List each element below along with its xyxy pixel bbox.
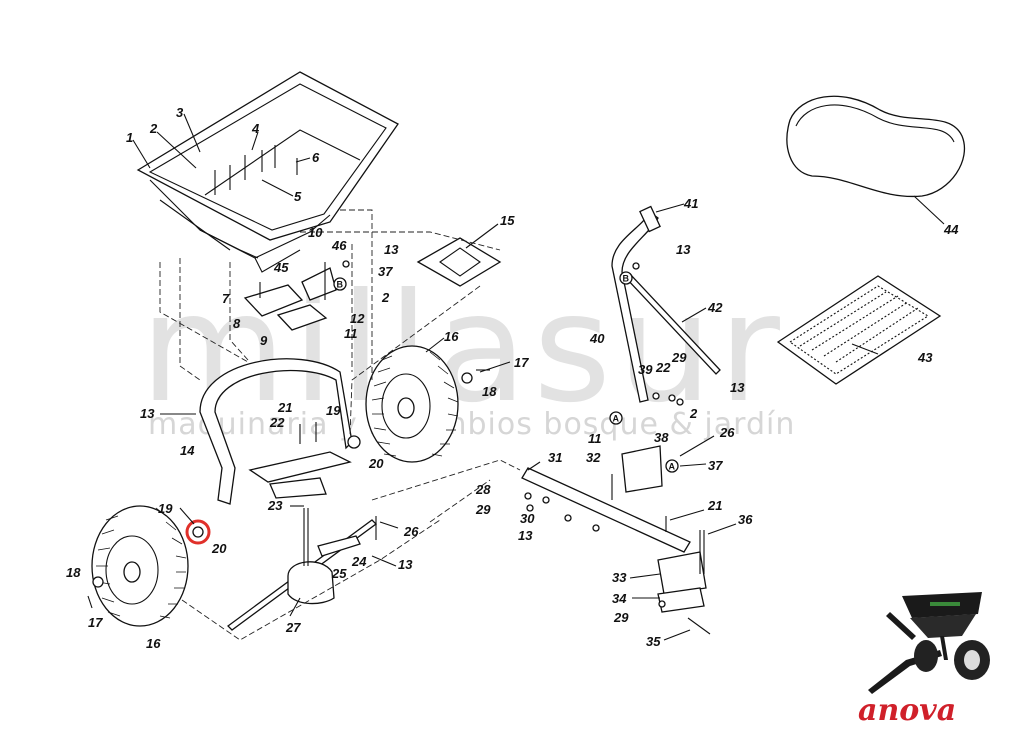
part-label-3: 3 <box>176 105 184 120</box>
gate-plates <box>243 262 337 331</box>
part-label-19: 19 <box>326 403 341 418</box>
part-label-46: 46 <box>331 238 347 253</box>
part-label-43: 43 <box>917 350 933 365</box>
part-label-21b: 21 <box>277 400 292 415</box>
hopper <box>136 71 399 273</box>
part-label-18b: 18 <box>66 565 81 580</box>
leader-lines <box>132 113 945 641</box>
spinner-plate <box>416 237 502 287</box>
part-label-40: 40 <box>589 331 605 346</box>
part-label-6: 6 <box>312 150 320 165</box>
part-label-20b: 20 <box>211 541 227 556</box>
part-label-41: 41 <box>683 196 698 211</box>
part-label-23: 23 <box>267 498 283 513</box>
part-label-17: 17 <box>514 355 529 370</box>
hub-parts <box>92 372 473 588</box>
part-label-15: 15 <box>500 213 515 228</box>
watermark-logo: millasur <box>140 262 786 436</box>
part-label-5: 5 <box>294 189 302 204</box>
assembly-guide-lines <box>159 209 521 641</box>
part-label-33: 33 <box>612 570 627 585</box>
part-label-19b: 19 <box>158 501 173 516</box>
circle-letter: A <box>613 414 620 424</box>
part-label-12: 12 <box>350 311 365 326</box>
product-thumbnail <box>868 592 990 694</box>
part-label-16b: 16 <box>146 636 161 651</box>
part-label-37: 37 <box>378 264 393 279</box>
part-label-28: 28 <box>475 482 491 497</box>
part-label-22b: 22 <box>269 415 285 430</box>
part-label-2c: 2 <box>689 406 698 421</box>
part-label-16: 16 <box>444 329 459 344</box>
part-label-11b: 11 <box>588 431 602 446</box>
hopper-screen <box>776 275 942 385</box>
part-label-25: 25 <box>331 566 347 581</box>
part-callouts: 1 2 3 4 5 6 7 8 9 10 11 12 13 14 15 16 1… <box>66 105 959 651</box>
brand-logo: anova <box>858 693 956 728</box>
watermark-subtitle: maquinaria y recambios bosque & jardín <box>148 407 795 442</box>
part-label-13: 13 <box>384 242 399 257</box>
part-label-39: 39 <box>638 362 653 377</box>
part-label-42: 42 <box>707 300 723 315</box>
part-label-2: 2 <box>149 121 158 136</box>
part-label-27: 27 <box>285 620 301 635</box>
part-label-13e: 13 <box>730 380 745 395</box>
part-label-13c: 13 <box>398 557 413 572</box>
part-label-24: 24 <box>351 554 367 569</box>
part-label-30: 30 <box>520 511 535 526</box>
reference-circles: B B A A <box>333 271 679 473</box>
part-label-22: 22 <box>655 360 671 375</box>
part-label-17b: 17 <box>88 615 103 630</box>
circle-letter: B <box>623 274 630 284</box>
hardware-bolts <box>87 260 711 635</box>
part-label-20: 20 <box>368 456 384 471</box>
part-label-9: 9 <box>260 333 268 348</box>
part-label-32: 32 <box>586 450 601 465</box>
part-label-37b: 37 <box>708 458 723 473</box>
part-label-13b: 13 <box>140 406 155 421</box>
part-label-44: 44 <box>943 222 959 237</box>
part-label-29c: 29 <box>613 610 629 625</box>
circle-letter: B <box>337 280 344 290</box>
part-label-11: 11 <box>344 326 358 341</box>
part-label-31: 31 <box>548 450 562 465</box>
part-label-14: 14 <box>180 443 195 458</box>
part-label-29: 29 <box>671 350 687 365</box>
part-label-21: 21 <box>707 498 722 513</box>
part-label-26: 26 <box>719 425 735 440</box>
left-wheel <box>91 505 189 627</box>
gearbox-and-axle <box>227 508 377 631</box>
handle-assembly <box>521 205 721 613</box>
part-label-4: 4 <box>251 121 260 136</box>
circle-letter: A <box>669 462 676 472</box>
rain-cover <box>786 95 966 198</box>
part-label-13d: 13 <box>676 242 691 257</box>
part-label-10: 10 <box>308 225 323 240</box>
right-wheel <box>365 345 459 463</box>
part-label-8: 8 <box>233 316 241 331</box>
part-label-26b: 26 <box>403 524 419 539</box>
frame-tube <box>199 358 353 505</box>
part-label-18: 18 <box>482 384 497 399</box>
part-label-1: 1 <box>126 130 133 145</box>
part-label-13f: 13 <box>518 528 533 543</box>
part-label-35: 35 <box>646 634 661 649</box>
part-label-29b: 29 <box>475 502 491 517</box>
part-label-45: 45 <box>273 260 289 275</box>
part-label-34: 34 <box>612 591 627 606</box>
part-label-36: 36 <box>738 512 753 527</box>
part-label-7: 7 <box>222 291 230 306</box>
part-label-2b: 2 <box>381 290 390 305</box>
part-label-38: 38 <box>654 430 669 445</box>
